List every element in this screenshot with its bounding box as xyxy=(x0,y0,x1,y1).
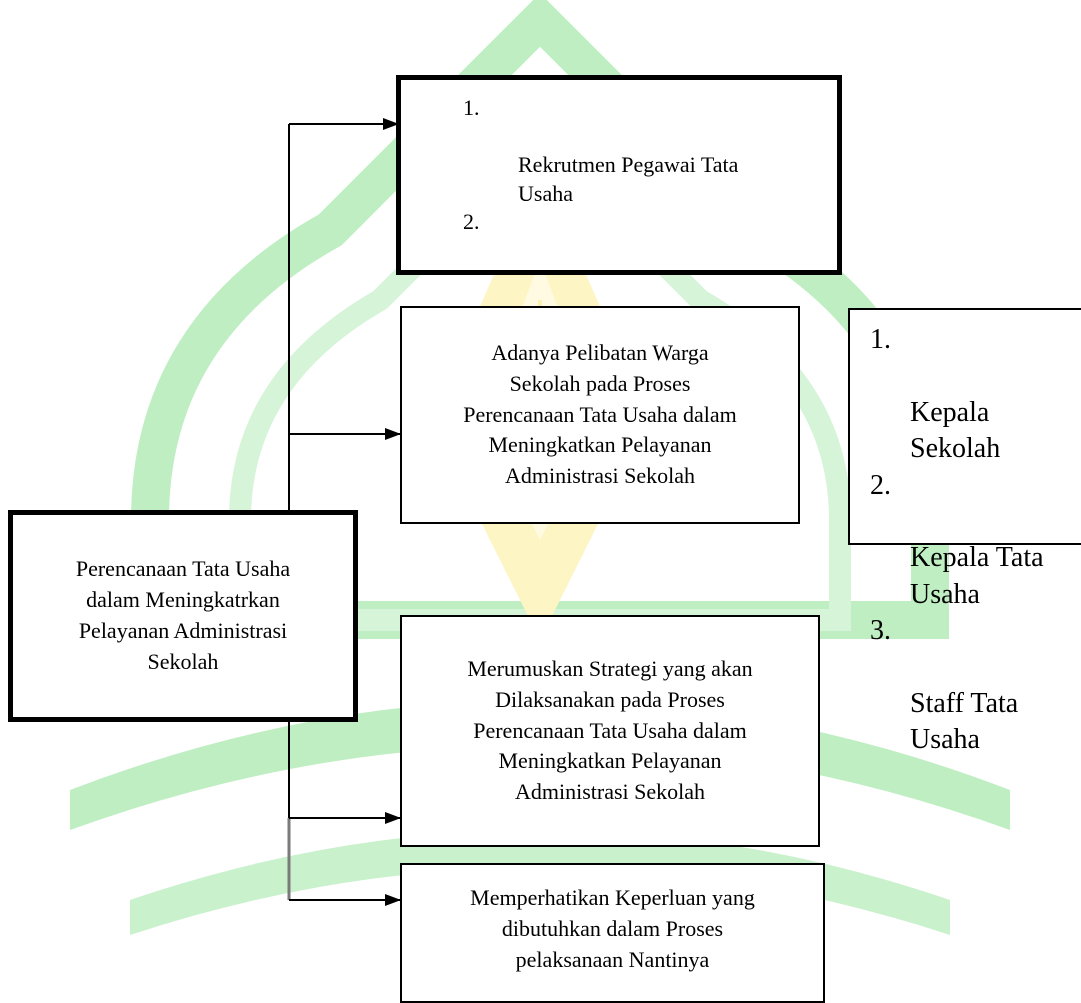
main-planning-text: Perencanaan Tata Usaha dalam Meningkatrk… xyxy=(75,556,291,674)
list-item: 2. Membentuk Struktur Organisasi dan Mer… xyxy=(463,208,763,270)
role-number: 2. xyxy=(870,469,891,501)
roles-list: 1. Kepala Sekolah 2. Kepala Tata Usaha 3… xyxy=(870,322,1081,759)
list-item: 1. Kepala Sekolah xyxy=(870,322,1081,468)
needs-text: Memperhatikan Keperluan yang dibutuhkan … xyxy=(470,885,755,972)
main-planning-box: Perencanaan Tata Usaha dalam Meningkatrk… xyxy=(8,510,358,722)
involvement-text: Adanya Pelibatan Warga Sekolah pada Pros… xyxy=(463,340,737,489)
role-text: Kepala Tata Usaha xyxy=(910,542,1044,610)
step-text: Rekrutmen Pegawai Tata Usaha xyxy=(518,152,739,206)
needs-box: Memperhatikan Keperluan yang dibutuhkan … xyxy=(400,863,825,1003)
role-number: 3. xyxy=(870,615,891,647)
role-number: 1. xyxy=(870,324,891,355)
list-item: 1. Rekrutmen Pegawai Tata Usaha xyxy=(463,94,763,208)
recruitment-steps-list: 1. Rekrutmen Pegawai Tata Usaha 2. Membe… xyxy=(463,94,763,270)
step-text: Membentuk Struktur Organisasi dan Merumu… xyxy=(518,267,737,270)
step-number: 2. xyxy=(463,209,480,235)
role-text: Staff Tata Usaha xyxy=(910,687,1019,756)
step-number: 1. xyxy=(463,95,480,120)
recruitment-structure-box: 1. Rekrutmen Pegawai Tata Usaha 2. Membe… xyxy=(396,75,842,275)
strategy-box: Merumuskan Strategi yang akan Dilaksanak… xyxy=(400,615,820,847)
involvement-box: Adanya Pelibatan Warga Sekolah pada Pros… xyxy=(400,306,800,524)
strategy-text: Merumuskan Strategi yang akan Dilaksanak… xyxy=(467,656,753,805)
roles-box: 1. Kepala Sekolah 2. Kepala Tata Usaha 3… xyxy=(848,308,1081,755)
list-item: 3. Staff Tata Usaha xyxy=(870,613,1081,759)
list-item: 2. Kepala Tata Usaha xyxy=(870,468,1081,614)
role-text: Kepala Sekolah xyxy=(910,396,1001,465)
